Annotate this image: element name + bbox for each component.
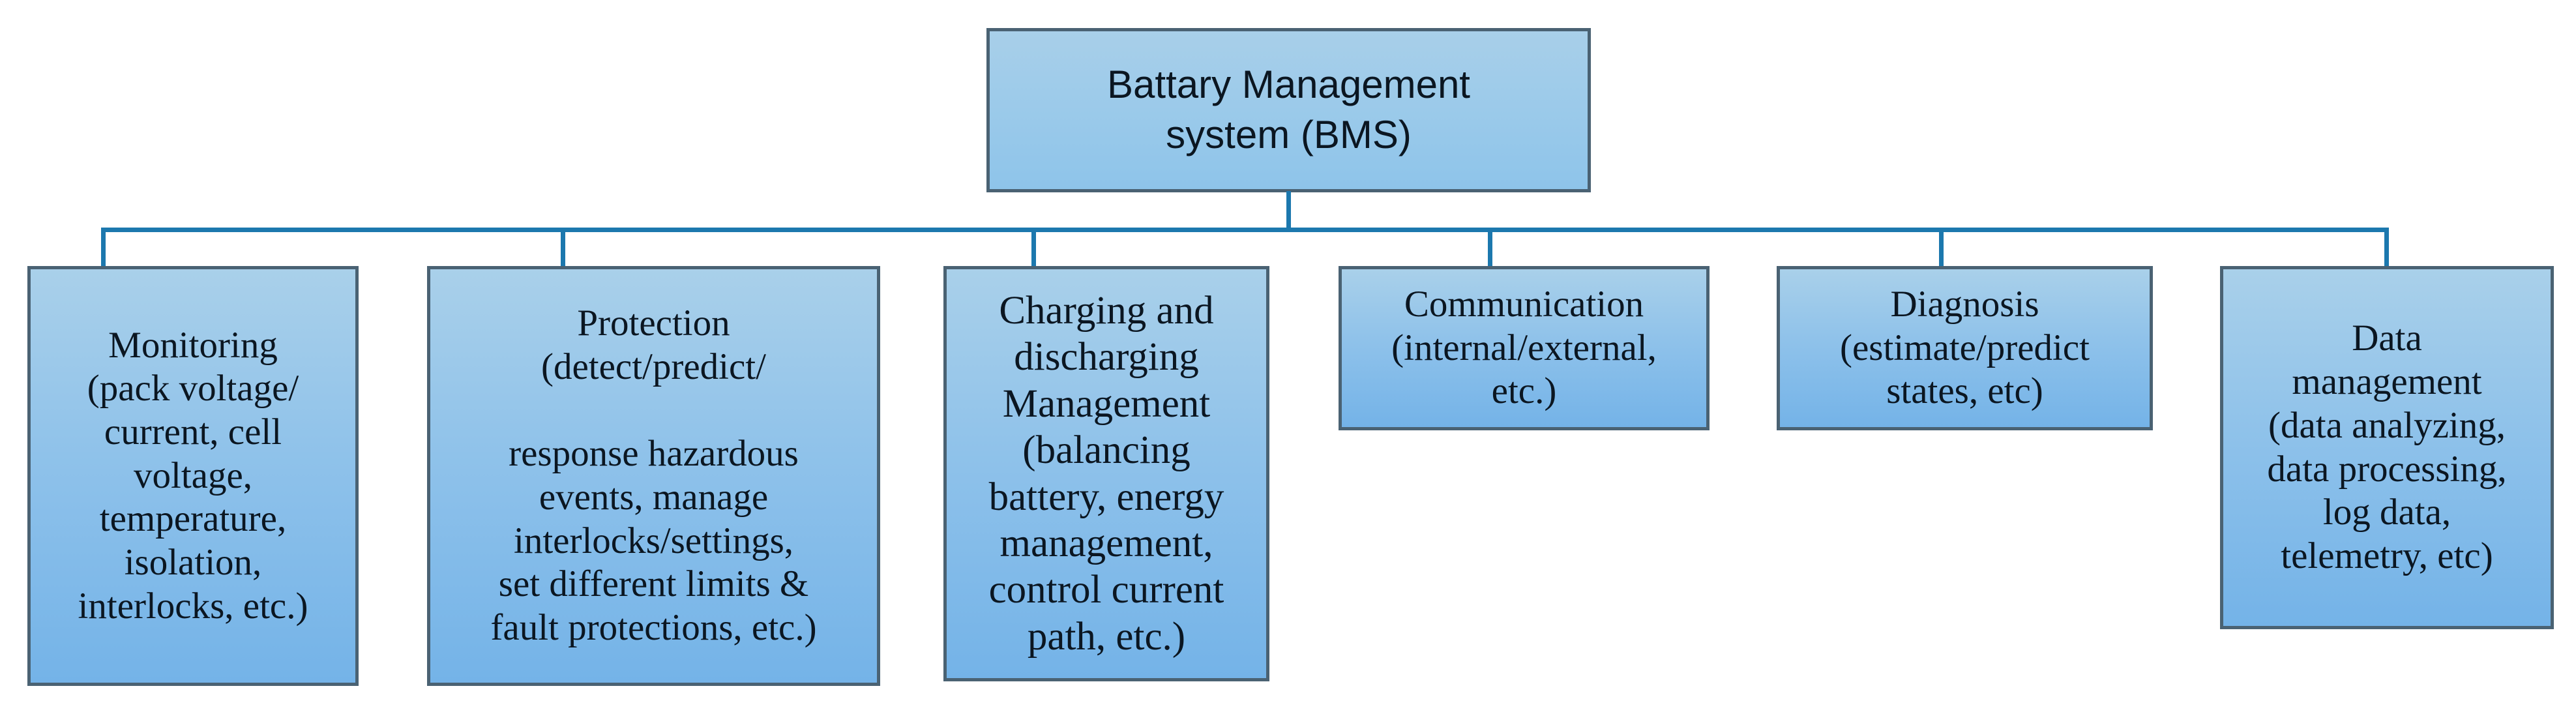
node-communication-label: Communication (internal/external, etc.)	[1391, 283, 1657, 412]
connector-drop-diagnosis	[1939, 228, 1944, 267]
node-protection-label: Protection (detect/predict/ response haz…	[490, 303, 817, 649]
node-charging-discharging-management-label: Charging and discharging Management (bal…	[988, 289, 1224, 659]
node-data-management-label: Data management (data analyzing, data pr…	[2267, 318, 2507, 576]
node-monitoring[interactable]: Monitoring (pack voltage/ current, cell …	[27, 266, 359, 686]
node-diagnosis-label: Diagnosis (estimate/predict states, etc)	[1840, 283, 2090, 412]
node-data-management[interactable]: Data management (data analyzing, data pr…	[2220, 266, 2554, 629]
connector-horizontal-bus	[101, 228, 2388, 232]
connector-drop-protection	[561, 228, 565, 267]
connector-drop-charging-discharging-management	[1031, 228, 1036, 267]
node-charging-discharging-management[interactable]: Charging and discharging Management (bal…	[943, 266, 1269, 681]
connector-root-stem	[1286, 191, 1291, 231]
connector-drop-monitoring	[101, 228, 106, 267]
connector-drop-data-management	[2384, 228, 2389, 267]
connector-drop-communication	[1488, 228, 1492, 267]
node-diagnosis[interactable]: Diagnosis (estimate/predict states, etc)	[1777, 266, 2153, 430]
node-battery-management-system[interactable]: Battary Management system (BMS)	[986, 28, 1591, 192]
node-monitoring-label: Monitoring (pack voltage/ current, cell …	[78, 324, 308, 627]
node-protection[interactable]: Protection (detect/predict/ response haz…	[427, 266, 880, 686]
node-battery-management-system-label: Battary Management system (BMS)	[1107, 63, 1470, 156]
node-communication[interactable]: Communication (internal/external, etc.)	[1339, 266, 1710, 430]
